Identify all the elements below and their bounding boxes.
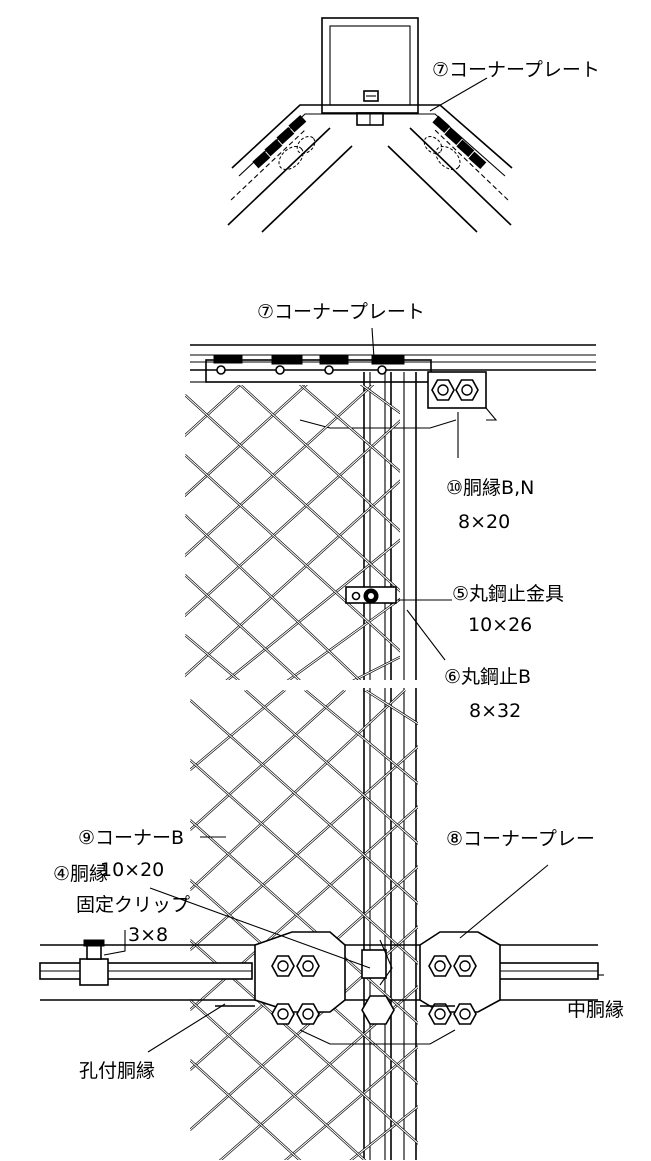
leader-holed-rail [147,1003,226,1053]
label-corner-plate-top: ⑦コーナープレート [432,59,600,81]
label-holed-rail: 孔付胴縁 [79,1060,155,1082]
bottom-elevation-view: ⑨コーナーB 10×20 ④胴縁 固定クリップ 3×8 ⑧コーナープレー 中胴縁… [39,688,624,1160]
label-clip-4-sub: 固定クリップ [76,894,190,916]
corner-plate-v [231,104,513,169]
label-bolt-9-size: 10×20 [100,859,164,881]
label-corner-plate-mid: ⑦コーナープレート [257,301,425,323]
label-clip-4: ④胴縁 [53,863,108,885]
left-panel-edge [227,127,331,226]
label-bolt-10-size: 8×20 [458,511,510,533]
square-post-inner [329,25,411,106]
label-clip-4-size: 3×8 [128,924,168,946]
right-panel-edge [409,127,512,226]
leader-corner-plate-mid [371,327,375,359]
bolt-10-nut-left [431,379,455,401]
label-bolt-6-size: 8×32 [469,700,521,722]
leader-bolt-9 [149,887,371,969]
label-plate-8: ⑧コーナープレー [446,828,595,850]
corner-plate-strip [205,359,432,383]
bolt-9-nut-2 [296,955,320,977]
square-post [321,17,419,114]
center-hex-bolt [361,995,395,1025]
bolt-9-nut-6 [453,955,477,977]
bolt-9-nut-8 [453,1003,477,1025]
leader-bolt-6 [406,609,446,661]
label-bracket-5-size: 10×26 [468,614,532,636]
bolt-10-nut-right [455,379,479,401]
top-corner-plan-view: ⑦コーナープレート [227,17,600,233]
bolt-9-nut-1 [271,955,295,977]
leader-clip-4 [103,930,126,956]
right-plate-bolts [432,115,487,170]
label-middle-rail: 中胴縁 [567,999,624,1021]
rail-clips-top [213,354,405,375]
chain-link-mesh-upper [185,385,400,680]
bolt-9-nut-5 [428,955,452,977]
label-bracket-5: ⑤丸鋼止金具 [452,583,564,605]
bolt-9-nut-7 [428,1003,452,1025]
rail-fixing-clip [79,939,109,986]
label-bolt-6: ⑥丸鋼止B [444,666,531,688]
left-plate-bolts [252,114,307,169]
leader-line-top [429,77,488,112]
bolt-9-nut-4 [296,1003,320,1025]
leader-plate-8 [459,864,549,939]
bolt-9-nut-3 [271,1003,295,1025]
vertical-post-bars [363,372,417,680]
weld-tab [363,90,379,102]
middle-elevation-view: ⑦コーナープレート [185,301,596,722]
label-bolt-10: ⑩胴縁B,N [446,477,534,499]
label-bolt-9: ⑨コーナーB [78,827,184,849]
